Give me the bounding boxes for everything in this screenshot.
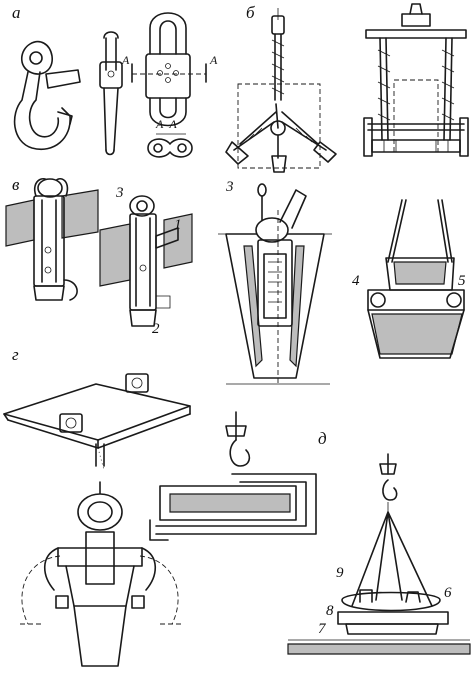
- callout-3-right: 3: [226, 179, 234, 195]
- section-label-v: в: [12, 175, 20, 194]
- section-marker-left: A: [122, 53, 130, 67]
- section-label-g: г: [12, 345, 19, 364]
- figure-b-three-leg-sling: [225, 8, 337, 173]
- figure-v-plate-clamp-left: [5, 178, 99, 301]
- callout-3-left: 3: [116, 185, 124, 201]
- figure-a-shackle: [131, 12, 207, 127]
- section-marker-right: A: [210, 53, 218, 67]
- section-label-b: б: [246, 3, 255, 22]
- section-label-a: а: [12, 3, 21, 22]
- figure-b-spreader-sling: [363, 3, 469, 157]
- callout-1: 1: [174, 217, 182, 233]
- callout-5: 5: [458, 273, 466, 289]
- figure-a-hook-front: [99, 31, 123, 156]
- figure-g-hook-lifter: [149, 411, 317, 541]
- callout-2: 2: [152, 321, 160, 337]
- callout-7: 7: [318, 621, 326, 637]
- callout-8: 8: [326, 603, 334, 619]
- figure-v-plate-clamp-right: [99, 195, 193, 327]
- figure-g-lifting-frame: [3, 373, 191, 471]
- callout-4: 4: [352, 273, 360, 289]
- section-label-d: д: [318, 429, 327, 448]
- callout-6: 6: [444, 585, 452, 601]
- figure-v-clamp-in-groove: [218, 183, 332, 385]
- figure-g-clamp-assembly: [20, 481, 184, 667]
- section-aa-title: A–A: [156, 117, 177, 131]
- figure-a-section-aa: [147, 133, 193, 158]
- figure-v-basket-lift: [367, 199, 465, 359]
- figure-d-vacuum-lifter: [287, 453, 471, 655]
- callout-9: 9: [336, 565, 344, 581]
- figure-a-hook-side: [13, 40, 81, 151]
